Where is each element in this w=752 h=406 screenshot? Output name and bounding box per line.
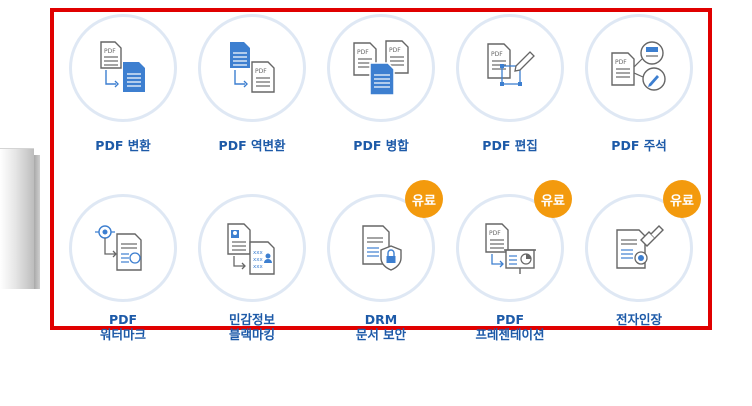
tool-label: PDF 워터마크 (63, 312, 183, 342)
svg-text:PDF: PDF (255, 68, 267, 75)
tool-personal-info-blackmark[interactable]: xxx xxx xxx 민감정보 블랙마킹 (192, 194, 312, 342)
paid-badge: 유료 (534, 180, 572, 218)
tool-label-line2: 문서 보안 (355, 327, 407, 342)
product-box-image (0, 148, 40, 289)
personal-info-blackmark-icon: xxx xxx xxx (198, 194, 306, 302)
svg-text:PDF: PDF (389, 47, 401, 54)
tool-label: PDF 프레젠테이션 (450, 312, 570, 342)
tool-label: PDF 역변환 (218, 138, 286, 153)
tool-label-line1: PDF (108, 312, 138, 327)
tool-label-line2: 워터마크 (99, 327, 146, 342)
svg-text:xxx: xxx (253, 257, 264, 263)
tool-label: PDF 변환 (95, 138, 151, 153)
tool-pdf-edit[interactable]: PDF PDF 편집 (450, 14, 570, 153)
tool-label-line2: 블랙마킹 (228, 327, 275, 342)
svg-text:PDF: PDF (491, 51, 503, 58)
tool-label-line2: 프레젠테이션 (475, 327, 545, 342)
svg-text:PDF: PDF (357, 49, 369, 56)
tool-drm[interactable]: 유료 DRM 문서 보안 (321, 180, 443, 342)
tool-pdf-merge[interactable]: PDF PDF PDF 병합 (321, 14, 441, 153)
tool-label: PDF 주석 (611, 138, 667, 153)
pdf-edit-icon: PDF (456, 14, 564, 122)
paid-badge: 유료 (405, 180, 443, 218)
tool-label: 민감정보 블랙마킹 (192, 312, 312, 342)
svg-text:PDF: PDF (104, 48, 116, 55)
tool-label: PDF 편집 (482, 138, 538, 153)
drm-lock-icon (327, 194, 435, 302)
tool-pdf-presentation[interactable]: PDF 유료 PDF 프레젠테이션 (450, 180, 572, 342)
pdf-watermark-icon (69, 194, 177, 302)
svg-text:PDF: PDF (615, 59, 627, 66)
paid-badge: 유료 (663, 180, 701, 218)
pdf-merge-icon: PDF PDF (327, 14, 435, 122)
tool-label-line1: DRM (364, 312, 398, 327)
pdf-convert-icon: PDF (69, 14, 177, 122)
tool-pdf-reverse-convert[interactable]: PDF PDF 역변환 (192, 14, 312, 153)
tool-pdf-watermark[interactable]: PDF 워터마크 (63, 194, 183, 342)
tool-pdf-convert[interactable]: PDF PDF 변환 (63, 14, 183, 153)
tool-label-line1: 민감정보 (228, 312, 275, 327)
tool-label: PDF 병합 (353, 138, 409, 153)
electronic-seal-icon (585, 194, 693, 302)
svg-text:xxx: xxx (253, 250, 264, 256)
tool-label: 전자인장 (615, 312, 662, 327)
svg-text:PDF: PDF (489, 230, 501, 237)
svg-text:xxx: xxx (253, 264, 264, 270)
pdf-reverse-convert-icon: PDF (198, 14, 306, 122)
tool-label: DRM 문서 보안 (321, 312, 441, 342)
pdf-annotate-icon: PDF (585, 14, 693, 122)
tool-label-line1: PDF (495, 312, 525, 327)
tool-electronic-seal[interactable]: 유료 전자인장 (579, 180, 701, 327)
tool-pdf-annotate[interactable]: PDF PDF 주석 (579, 14, 699, 153)
